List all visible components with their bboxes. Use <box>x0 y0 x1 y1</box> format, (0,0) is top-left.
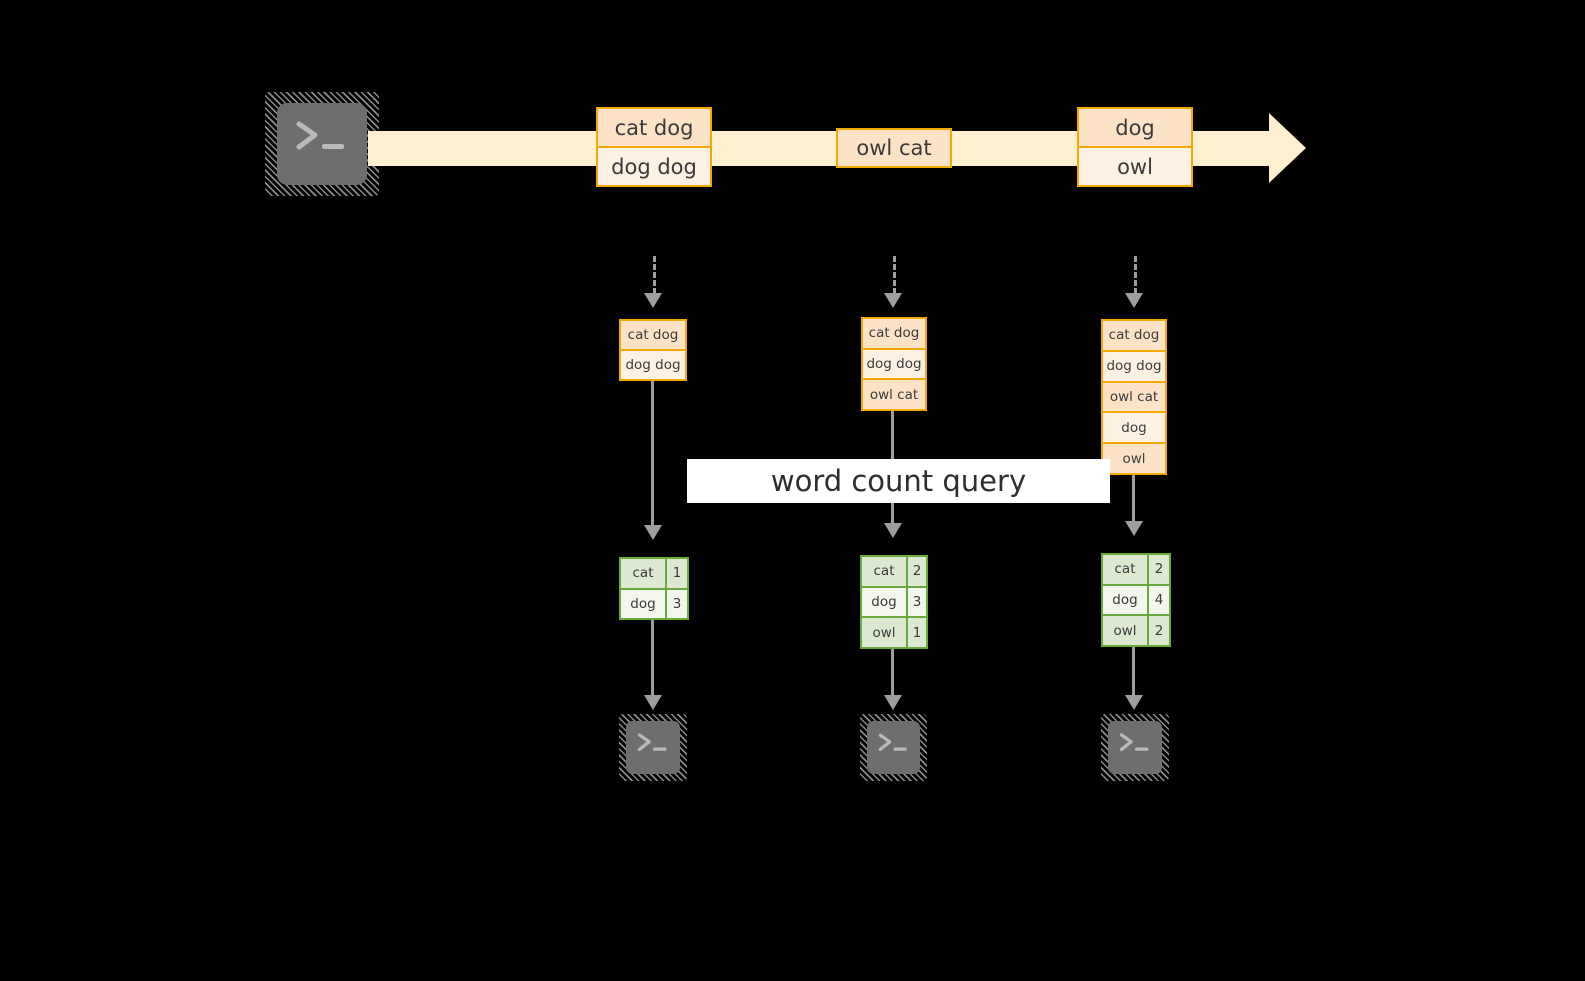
table-row: owl 2 <box>1103 614 1169 646</box>
result-count: 2 <box>1147 555 1169 584</box>
result-word: owl <box>862 618 906 648</box>
stream-message-group-1: cat dog dog dog <box>596 107 712 187</box>
terminal-body <box>626 721 680 774</box>
snapshot-2-accumulated-box: cat dog dog dog owl cat <box>861 317 927 411</box>
snapshot-1-sink-arrowhead-icon <box>644 695 662 710</box>
result-word: owl <box>1103 616 1147 646</box>
snapshot-2-tap-arrowhead-icon <box>884 293 902 308</box>
accumulated-line: cat dog <box>1103 321 1165 350</box>
result-count: 3 <box>665 589 687 618</box>
accumulated-line: cat dog <box>621 321 685 349</box>
stream-band-segment-3 <box>951 131 1077 166</box>
result-word: cat <box>621 559 665 588</box>
stream-message-line: cat dog <box>598 109 710 146</box>
table-row: dog 3 <box>862 585 926 617</box>
stream-band-segment-4 <box>1192 131 1270 166</box>
stream-band-segment-2 <box>711 131 837 166</box>
snapshot-2-sink-terminal-icon <box>860 714 927 781</box>
accumulated-line: owl <box>1103 442 1165 473</box>
result-count: 3 <box>906 587 926 617</box>
stream-message-group-2: owl cat <box>836 128 952 168</box>
result-word: cat <box>1103 555 1147 584</box>
snapshot-3-tap-line <box>1134 256 1137 294</box>
terminal-prompt-glyph <box>637 733 667 752</box>
terminal-prompt-glyph <box>878 733 907 752</box>
table-row: cat 2 <box>862 557 926 586</box>
stream-arrowhead-icon <box>1269 113 1306 183</box>
snapshot-2-query-arrowhead-icon <box>884 523 902 538</box>
table-row: owl 1 <box>862 616 926 648</box>
snapshot-1-sink-line <box>651 620 654 697</box>
terminal-body <box>277 103 367 185</box>
snapshot-1-sink-terminal-icon <box>619 714 687 781</box>
result-word: dog <box>621 589 665 618</box>
accumulated-line: dog dog <box>1103 349 1165 381</box>
snapshot-3-sink-arrowhead-icon <box>1125 695 1143 710</box>
snapshot-3-sink-line <box>1132 647 1135 697</box>
snapshot-3-query-arrowhead-icon <box>1125 521 1143 536</box>
snapshot-1-tap-arrowhead-icon <box>644 293 662 308</box>
table-row: cat 2 <box>1103 555 1169 584</box>
terminal-prompt-glyph <box>296 121 344 150</box>
stream-message-line: dog <box>1079 109 1191 146</box>
accumulated-line: owl cat <box>863 378 925 410</box>
table-row: dog 3 <box>621 587 687 618</box>
result-count: 2 <box>1147 616 1169 646</box>
result-count: 2 <box>906 557 926 586</box>
snapshot-3-tap-arrowhead-icon <box>1125 293 1143 308</box>
snapshot-2-tap-line <box>893 256 896 294</box>
snapshot-3-accumulated-box: cat dog dog dog owl cat dog owl <box>1101 319 1167 475</box>
table-row: cat 1 <box>621 559 687 588</box>
stream-message-line: dog dog <box>598 146 710 185</box>
table-row: dog 4 <box>1103 583 1169 615</box>
terminal-body <box>867 721 920 774</box>
result-word: dog <box>862 587 906 617</box>
snapshot-1-tap-line <box>653 256 656 294</box>
snapshot-3-query-line <box>1132 475 1135 523</box>
result-count: 1 <box>906 618 926 648</box>
accumulated-line: dog dog <box>863 347 925 379</box>
terminal-body <box>1108 721 1162 774</box>
stream-message-group-3: dog owl <box>1077 107 1193 187</box>
source-terminal-icon <box>265 92 379 196</box>
snapshot-2-sink-line <box>891 649 894 697</box>
result-word: dog <box>1103 585 1147 615</box>
word-count-query-label-text: word count query <box>770 464 1027 498</box>
terminal-prompt-glyph <box>1119 733 1149 752</box>
stream-message-line: owl <box>1079 146 1191 185</box>
result-count: 1 <box>665 559 687 588</box>
word-count-query-label: word count query <box>687 459 1110 503</box>
snapshot-3-result-table: cat 2 dog 4 owl 2 <box>1101 553 1171 647</box>
result-count: 4 <box>1147 585 1169 615</box>
snapshot-1-result-table: cat 1 dog 3 <box>619 557 689 620</box>
stream-message-line: owl cat <box>838 130 950 166</box>
accumulated-line: dog <box>1103 411 1165 443</box>
snapshot-3-sink-terminal-icon <box>1101 714 1169 781</box>
snapshot-2-result-table: cat 2 dog 3 owl 1 <box>860 555 928 649</box>
accumulated-line: owl cat <box>1103 380 1165 412</box>
accumulated-line: dog dog <box>621 349 685 379</box>
snapshot-1-query-arrowhead-icon <box>644 525 662 540</box>
snapshot-1-query-line <box>651 381 654 527</box>
snapshot-2-sink-arrowhead-icon <box>884 695 902 710</box>
result-word: cat <box>862 557 906 586</box>
accumulated-line: cat dog <box>863 319 925 348</box>
snapshot-1-accumulated-box: cat dog dog dog <box>619 319 687 381</box>
stream-band-segment-1 <box>368 131 600 166</box>
